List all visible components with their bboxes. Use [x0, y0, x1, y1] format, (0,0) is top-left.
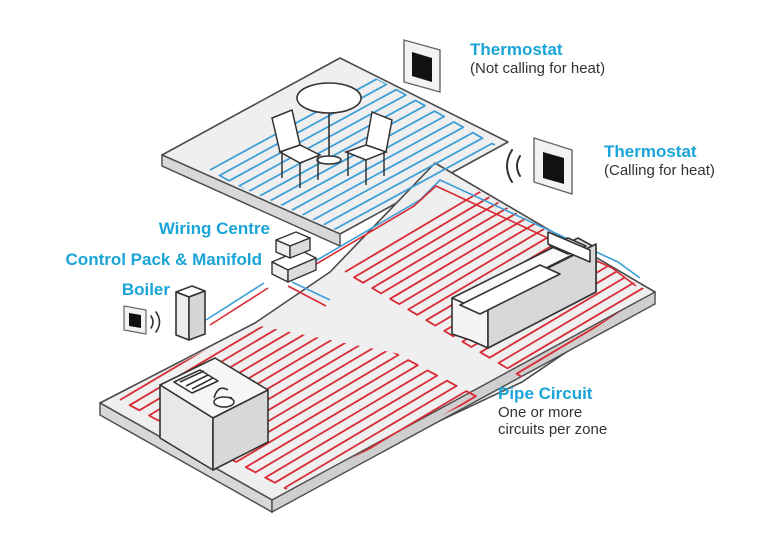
wiring-centre-unit	[275, 231, 311, 259]
label-thermostat-not-calling: Thermostat (Not calling for heat)	[470, 40, 605, 77]
kitchen-unit	[159, 357, 269, 471]
label-thermostat-calling: Thermostat (Calling for heat)	[604, 142, 715, 179]
floor-top-slab	[161, 57, 509, 248]
wireless-signal-icon-small	[150, 311, 161, 333]
label-boiler: Boiler	[121, 280, 170, 299]
dining-table	[296, 82, 362, 165]
label-wiring-centre: Wiring Centre	[158, 219, 270, 238]
boiler-unit	[175, 285, 206, 341]
thermostat-boiler-device	[123, 305, 147, 335]
label-control-pack-manifold: Control Pack & Manifold	[65, 250, 262, 269]
label-line1: One or more	[498, 404, 583, 421]
chair-right	[343, 110, 393, 185]
label-sub: (Calling for heat)	[604, 162, 715, 179]
label-line2: circuits per zone	[498, 421, 608, 438]
thermostat-right-device	[533, 137, 573, 195]
label-title: Thermostat	[604, 142, 697, 161]
sofa	[451, 231, 597, 349]
wireless-signal-icon	[506, 149, 521, 183]
control-pack-manifold	[271, 249, 317, 283]
pipe-loop	[209, 77, 500, 232]
label-sub: (Not calling for heat)	[470, 60, 606, 77]
label-pipe-circuit: Pipe Circuit One or more circuits per zo…	[498, 384, 607, 438]
label-title: Pipe Circuit	[498, 384, 593, 403]
label-title: Thermostat	[470, 40, 563, 59]
chair-left	[271, 108, 322, 188]
feed-pipes	[205, 179, 641, 326]
thermostat-top-device	[403, 39, 441, 93]
pipe-circuit-cold	[209, 77, 500, 232]
